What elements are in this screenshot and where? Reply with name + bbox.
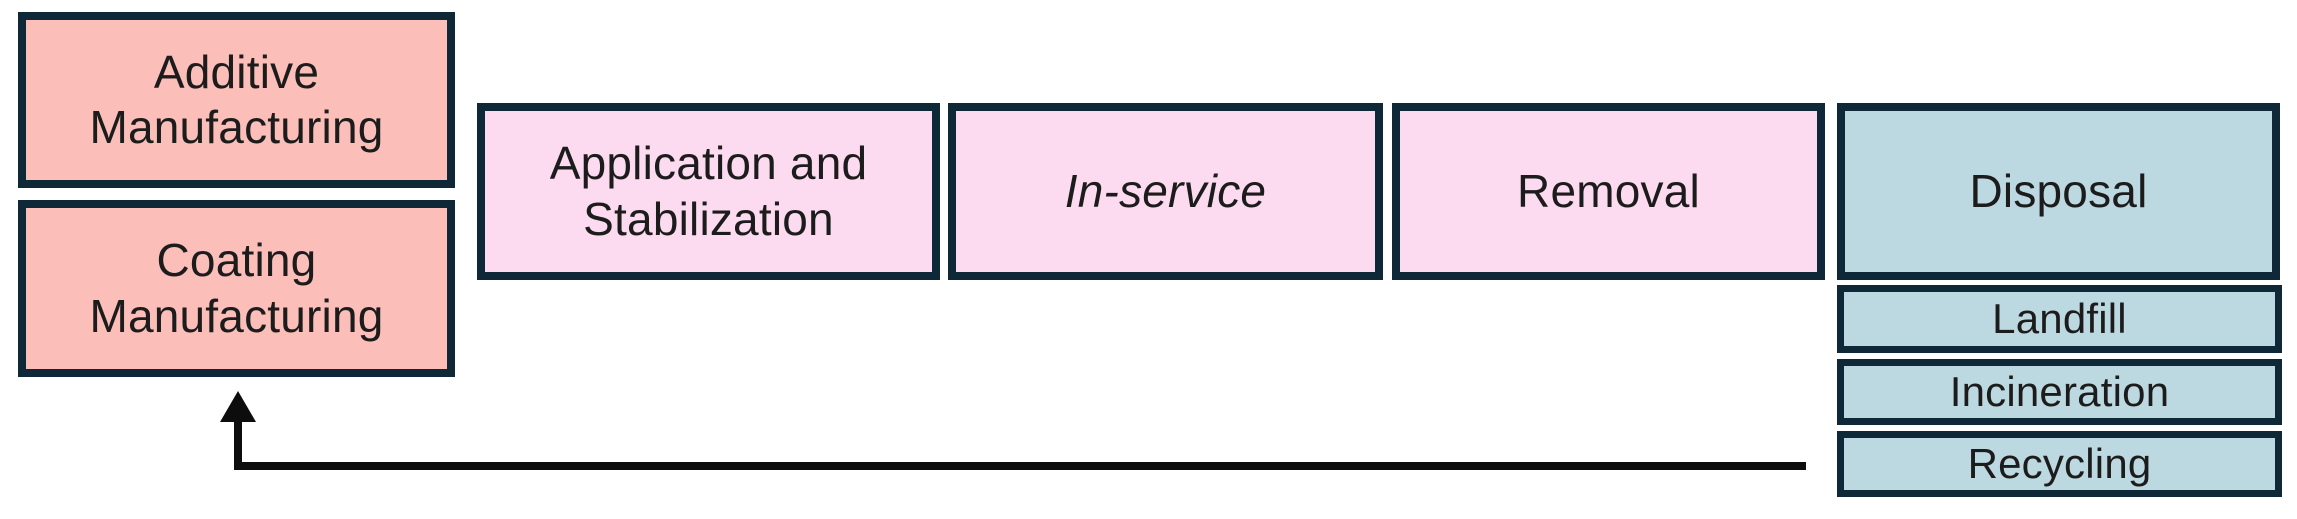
recycling-feedback-arrow-vertical-line — [234, 418, 242, 470]
coating-manufacturing-label: Coating Manufacturing — [89, 234, 384, 342]
landfill-box: Landfill — [1837, 285, 2282, 353]
incineration-label: Incineration — [1949, 367, 2170, 415]
disposal-box: Disposal — [1837, 103, 2280, 280]
recycling-label: Recycling — [1967, 439, 2152, 487]
application-and-stabilization-label: Application and Stabilization — [549, 137, 868, 245]
disposal-label: Disposal — [1969, 164, 2148, 217]
recycling-feedback-arrow-up-arrowhead-icon — [220, 391, 256, 422]
removal-label: Removal — [1517, 164, 1700, 217]
removal-box: Removal — [1392, 103, 1825, 280]
additive-manufacturing-label: Additive Manufacturing — [89, 45, 384, 153]
landfill-label: Landfill — [1992, 294, 2127, 342]
recycling-feedback-arrow-horizontal-line — [234, 462, 1806, 470]
application-and-stabilization-box: Application and Stabilization — [477, 103, 940, 280]
additive-manufacturing-box: Additive Manufacturing — [18, 12, 455, 188]
incineration-box: Incineration — [1837, 359, 2282, 425]
coating-manufacturing-box: Coating Manufacturing — [18, 200, 455, 377]
in-service-label: In-service — [1064, 164, 1267, 217]
recycling-box: Recycling — [1837, 431, 2282, 497]
in-service-box: In-service — [948, 103, 1383, 280]
